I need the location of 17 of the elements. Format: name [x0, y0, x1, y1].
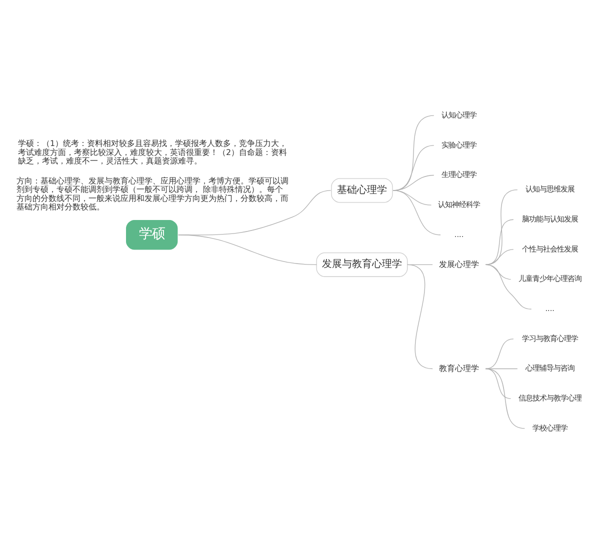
connector	[485, 248, 514, 265]
connector	[485, 368, 526, 428]
connector	[407, 264, 433, 369]
connector	[392, 114, 434, 190]
connector	[485, 264, 532, 309]
node-box: 学硕	[126, 219, 178, 250]
connector	[178, 234, 317, 265]
connector	[392, 174, 434, 190]
connector	[485, 218, 514, 265]
connector	[485, 264, 512, 280]
connector	[485, 188, 518, 265]
node-box: 发展与教育心理学	[316, 252, 408, 276]
node-box: 基础心理学	[331, 178, 393, 202]
connector	[392, 190, 441, 235]
connector	[392, 144, 434, 190]
connector	[485, 338, 514, 369]
connector	[485, 368, 512, 398]
